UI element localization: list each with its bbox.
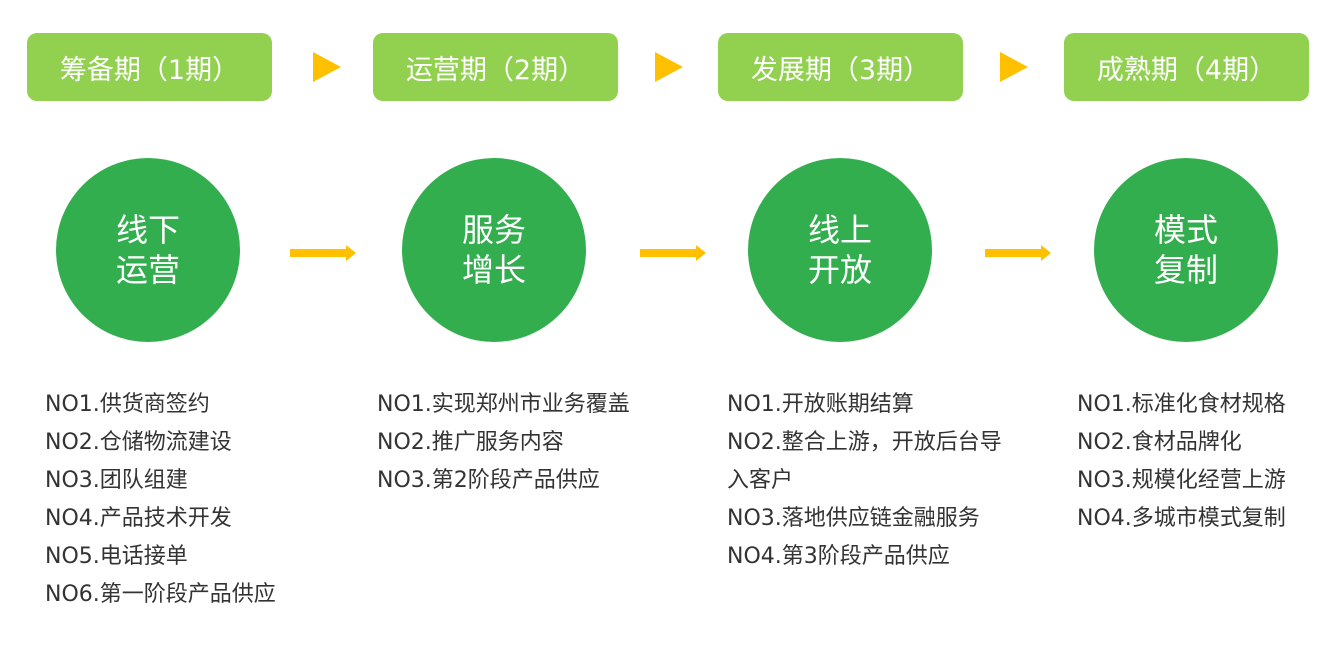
list-item: NO2.食材品牌化 xyxy=(1077,430,1242,455)
list-item: NO2.推广服务内容 xyxy=(377,430,564,455)
phase-label-box: 运营期（2期） xyxy=(373,33,618,101)
right-arrow-icon xyxy=(290,245,356,261)
triangle-arrow-icon xyxy=(1000,52,1028,82)
list-item: NO1.标准化食材规格 xyxy=(1077,392,1286,417)
phase-label-box: 成熟期（4期） xyxy=(1064,33,1309,101)
list-item: NO1.实现郑州市业务覆盖 xyxy=(377,392,630,417)
circle-text: 增长 xyxy=(461,251,526,289)
phase-item-list: NO1.标准化食材规格 NO2.食材品牌化 NO3.规模化经营上游 NO4.多城市模式… xyxy=(1077,386,1330,538)
list-item: NO1.开放账期结算 xyxy=(727,392,914,417)
circle-text: 服务 xyxy=(461,211,526,249)
list-item: NO2.仓储物流建设 xyxy=(45,430,232,455)
circle-text: 模式 xyxy=(1153,211,1218,249)
list-item: NO4.产品技术开发 xyxy=(45,506,232,531)
circle-text: 线上 xyxy=(807,211,872,249)
list-item: NO3.第2阶段产品供应 xyxy=(377,468,600,493)
list-item: NO3.规模化经营上游 xyxy=(1077,468,1286,493)
phase-item-list: NO1.实现郑州市业务覆盖 NO2.推广服务内容 NO3.第2阶段产品供应 xyxy=(377,386,659,500)
circle-text: 线下 xyxy=(115,211,180,249)
phase-circle: 线下运营 xyxy=(56,158,240,342)
triangle-arrow-icon xyxy=(655,52,683,82)
list-item: NO4.第3阶段产品供应 xyxy=(727,544,950,569)
phase-circle: 服务增长 xyxy=(402,158,586,342)
phase-item-list: NO1.开放账期结算 NO2.整合上游，开放后台导入客户 NO3.落地供应链金融服务… xyxy=(727,386,1009,576)
right-arrow-icon xyxy=(640,245,706,261)
list-item: NO6.第一阶段产品供应 xyxy=(45,582,276,607)
right-arrow-icon xyxy=(985,245,1051,261)
list-item: NO3.团队组建 xyxy=(45,468,188,493)
circle-text: 开放 xyxy=(807,251,872,289)
phase-circle: 模式复制 xyxy=(1094,158,1278,342)
phase-label-box: 筹备期（1期） xyxy=(27,33,272,101)
triangle-arrow-icon xyxy=(313,52,341,82)
list-item: NO3.落地供应链金融服务 xyxy=(727,506,980,531)
phase-item-list: NO1.供货商签约 NO2.仓储物流建设 NO3.团队组建 NO4.产品技术开发 NO5… xyxy=(45,386,327,614)
circle-text: 复制 xyxy=(1153,251,1218,289)
list-item: NO5.电话接单 xyxy=(45,544,188,569)
list-item: NO4.多城市模式复制 xyxy=(1077,506,1286,531)
phase-circle: 线上开放 xyxy=(748,158,932,342)
phase-label-box: 发展期（3期） xyxy=(718,33,963,101)
list-item: NO2.整合上游，开放后台导入客户 xyxy=(727,430,1002,493)
list-item: NO1.供货商签约 xyxy=(45,392,210,417)
circle-text: 运营 xyxy=(115,251,180,289)
